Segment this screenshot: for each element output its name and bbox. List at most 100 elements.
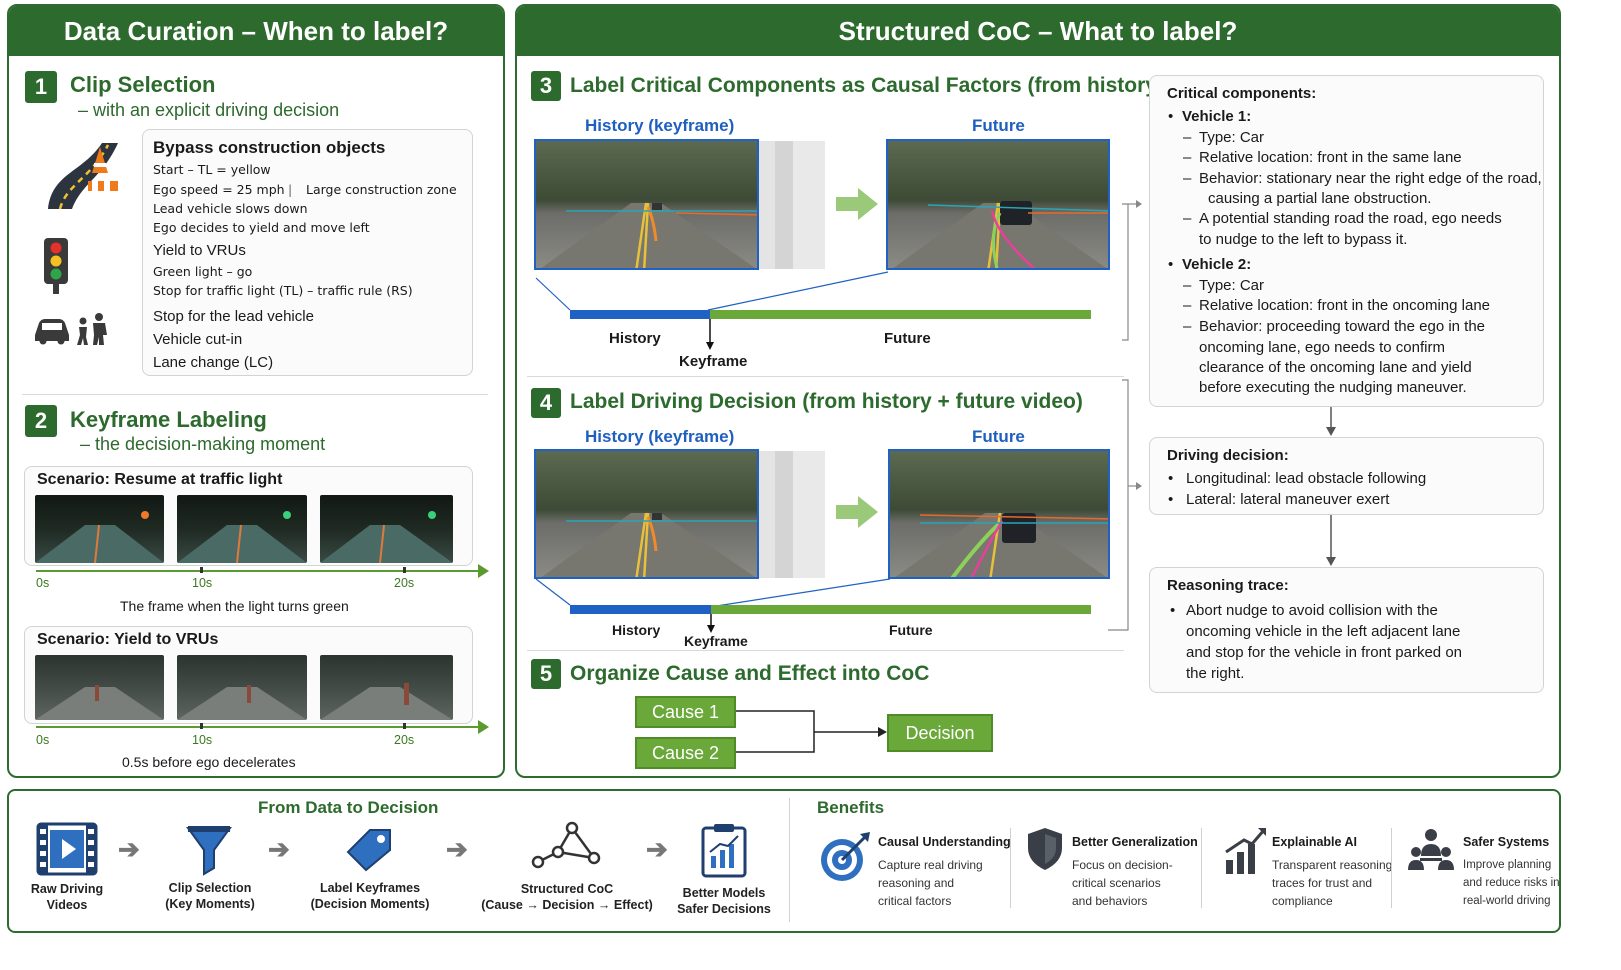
reasoning-line-3: and stop for the vehicle in front parked… <box>1186 644 1463 661</box>
history-bar <box>570 605 711 614</box>
step-4-badge: 4 <box>531 388 561 418</box>
growth-chart-icon <box>1225 828 1266 874</box>
tick-0s: 0s <box>36 576 50 590</box>
flow-step-label-keyframes: Label Keyframes(Decision Moments) <box>310 881 430 911</box>
dash: – <box>1183 170 1192 187</box>
night-frame-1 <box>35 495 164 563</box>
cause-to-decision-connector <box>736 710 887 753</box>
tick-mark <box>200 567 203 573</box>
step-1-badge: 1 <box>25 71 57 103</box>
keyframe-labeling-title: Keyframe Labeling <box>70 407 267 432</box>
flow-arrow: ➔ <box>268 834 290 864</box>
bar-history-label: History <box>612 622 661 638</box>
dash: – <box>1183 297 1192 314</box>
step-2-badge: 2 <box>25 405 57 437</box>
down-arrow <box>1326 407 1336 436</box>
timeline-arrow-1 <box>478 564 489 578</box>
flow-arrow: ➔ <box>446 834 468 864</box>
vehicle-2-label: Vehicle 2: <box>1182 256 1252 273</box>
dusk-frame-2 <box>177 655 307 720</box>
scenario-traffic-light-caption: The frame when the light turns green <box>120 598 349 614</box>
timeline-arrow-2 <box>478 720 489 734</box>
bottom-panel <box>7 789 1561 933</box>
extra-line-2: Vehicle cut-in <box>153 331 243 348</box>
benefits-title: Benefits <box>817 798 885 817</box>
reasoning-line-1: Abort nudge to avoid collision with the <box>1186 602 1438 619</box>
vehicle-2-behavior-d: before executing the nudging maneuver. <box>1199 379 1467 396</box>
benefit-divider <box>1201 828 1202 908</box>
data-curation-header: Data Curation – When to label? <box>9 6 503 56</box>
tick-mark <box>403 723 406 729</box>
benefit-divider <box>1010 828 1011 908</box>
timeline-axis-2 <box>36 726 478 728</box>
dash: – <box>1183 129 1192 146</box>
bottom-divider <box>789 798 790 922</box>
section-divider <box>527 376 1124 377</box>
vehicle-1-potential-a: A potential standing road the road, ego … <box>1199 210 1502 227</box>
graph-icon <box>531 821 601 869</box>
vehicle-2-location: Relative location: front in the oncoming… <box>1199 297 1491 314</box>
dash: – <box>1183 277 1192 294</box>
shield-icon <box>1028 828 1062 870</box>
film-icon <box>36 822 98 876</box>
flow-arrow: ➔ <box>646 834 668 864</box>
critical-components-title: Critical components: <box>1167 85 1317 102</box>
tag-icon <box>346 829 391 872</box>
section-divider <box>22 394 488 395</box>
clip-line-4: Lead vehicle slows down <box>153 201 308 216</box>
step-5-badge: 5 <box>531 659 561 689</box>
benefit-explainable-title: Explainable AI <box>1272 835 1357 849</box>
reasoning-trace-card <box>1149 567 1544 693</box>
dash: – <box>1183 210 1192 227</box>
bar-history-label: History <box>609 330 661 347</box>
tick-mark <box>200 723 203 729</box>
from-data-to-decision-title: From Data to Decision <box>258 798 439 817</box>
reasoning-line-2: oncoming vehicle in the left adjacent la… <box>1186 623 1461 640</box>
ghost-frames <box>757 451 825 578</box>
extra-line-3: Lane change (LC) <box>153 354 274 371</box>
funnel-icon <box>186 826 232 876</box>
vehicle-2-behavior-c: clearance of the oncoming lane and yield <box>1199 359 1472 376</box>
people-icon <box>1408 829 1454 870</box>
bullet: • <box>1168 491 1174 508</box>
reasoning-line-4: the right. <box>1186 665 1245 682</box>
future-bar <box>711 605 1091 614</box>
vehicle-1-label: Vehicle 1: <box>1182 108 1252 125</box>
bracket-connector <box>1108 200 1142 631</box>
yield-line-2: Stop for traffic light (TL) – traffic ru… <box>153 283 413 298</box>
ghost-frames <box>757 141 825 269</box>
bar-future-label: Future <box>889 622 933 638</box>
scenario-vru-title: Scenario: Yield to VRUs <box>37 631 219 648</box>
flow-step-structured-coc: Structured CoC(Cause → Decision → Effect… <box>481 882 653 912</box>
bullet: • <box>1168 470 1174 487</box>
benefit-causal-title: Causal Understanding <box>878 835 1011 849</box>
clip-line-5: Ego decides to yield and move left <box>153 220 370 235</box>
organize-coc-section-title: Organize Cause and Effect into CoC <box>570 662 930 685</box>
tick-20s: 20s <box>394 733 415 747</box>
clip-line-1: Start – TL = yellow <box>153 162 271 177</box>
car-and-pedestrian-icon <box>35 313 107 345</box>
scenario-vru-caption: 0.5s before ego decelerates <box>122 754 296 770</box>
driving-decision-card <box>1149 437 1544 515</box>
flow-arrow: ➔ <box>118 834 140 864</box>
benefit-divider <box>1391 828 1392 908</box>
vehicle-2-type: Type: Car <box>1199 277 1265 294</box>
tick-mark <box>403 567 406 573</box>
history-keyframe-label: History (keyframe) <box>585 427 735 446</box>
vehicle-2-behavior-a: Behavior: proceeding toward the ego in t… <box>1199 318 1486 335</box>
vehicle-1-behavior-a: Behavior: stationary near the right edge… <box>1199 170 1542 187</box>
keyframe-label: Keyframe <box>684 633 748 649</box>
target-icon <box>821 832 870 881</box>
scenario-traffic-light-title: Scenario: Resume at traffic light <box>37 471 283 488</box>
extra-line-1: Stop for the lead vehicle <box>153 308 314 325</box>
bar-future-label: Future <box>884 330 931 347</box>
step-3-badge: 3 <box>531 71 561 101</box>
down-arrow <box>1326 515 1336 566</box>
keyframe-labeling-subtitle: – the decision-making moment <box>80 434 326 454</box>
dusk-frame-1 <box>35 655 164 720</box>
benefit-safer-title: Safer Systems <box>1463 835 1550 849</box>
bullet: • <box>1168 108 1174 125</box>
